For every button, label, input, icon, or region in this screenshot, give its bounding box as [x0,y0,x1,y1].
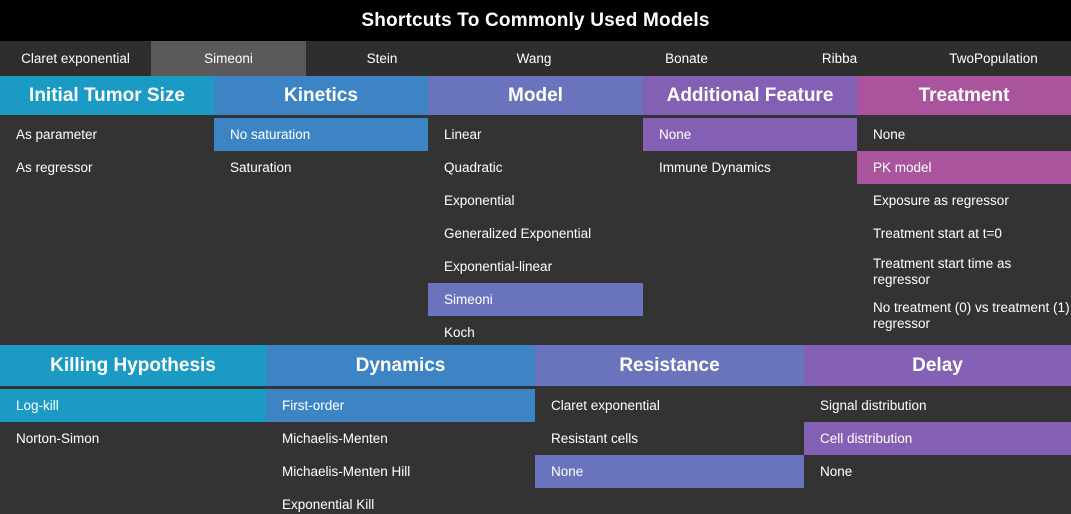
option-no-saturation[interactable]: No saturation [214,118,428,151]
option-pk-model[interactable]: PK model [857,151,1071,184]
page-title: Shortcuts To Commonly Used Models [361,9,710,31]
option-log-kill[interactable]: Log-kill [0,389,266,422]
option-koch[interactable]: Koch [444,324,475,340]
tab-bonate[interactable]: Bonate [610,41,763,76]
option-claret-exponential[interactable]: Claret exponential [551,397,660,413]
tab-simeoni[interactable]: Simeoni [151,41,306,76]
column-header-delay: Delay [804,345,1071,386]
option-generalized-exponential[interactable]: Generalized Exponential [444,225,592,241]
tab-wang[interactable]: Wang [458,41,610,76]
option-no-treatment-0-vs-treatment-1-regressor[interactable]: No treatment (0) vs treatment (1) regres… [873,300,1070,331]
column-header-resistance: Resistance [535,345,804,386]
option-none[interactable]: None [535,455,804,488]
column-header-model: Model [428,76,643,115]
column-header-initial-tumor-size: Initial Tumor Size [0,76,214,115]
column-header-killing-hypothesis: Killing Hypothesis [0,345,266,386]
column-header-dynamics: Dynamics [266,345,535,386]
option-norton-simon[interactable]: Norton-Simon [16,430,100,446]
option-treatment-start-time-as-regressor[interactable]: Treatment start time as regressor [873,256,1012,287]
option-linear[interactable]: Linear [444,126,482,142]
option-as-parameter[interactable]: As parameter [16,126,98,142]
tab-twopopulation[interactable]: TwoPopulation [916,41,1071,76]
column-header-treatment: Treatment [857,76,1071,115]
option-exponential-linear[interactable]: Exponential-linear [444,258,553,274]
tab-claret-exponential[interactable]: Claret exponential [0,41,151,76]
tab-ribba[interactable]: Ribba [763,41,916,76]
option-none[interactable]: None [820,463,853,479]
option-treatment-start-at-t-0[interactable]: Treatment start at t=0 [873,225,1002,241]
option-exposure-as-regressor[interactable]: Exposure as regressor [873,192,1009,208]
column-initial-tumor-size: As parameter As regressor [0,115,214,345]
option-cell-distribution[interactable]: Cell distribution [804,422,1071,455]
option-none[interactable]: None [873,126,906,142]
option-none[interactable]: None [643,118,857,151]
title-bar: Shortcuts To Commonly Used Models [0,0,1071,41]
tab-stein[interactable]: Stein [306,41,458,76]
option-signal-distribution[interactable]: Signal distribution [820,397,927,413]
option-michaelis-menten[interactable]: Michaelis-Menten [282,430,388,446]
option-saturation[interactable]: Saturation [230,159,292,175]
option-michaelis-menten-hill[interactable]: Michaelis-Menten Hill [282,463,411,479]
option-simeoni[interactable]: Simeoni [428,283,643,316]
option-immune-dynamics[interactable]: Immune Dynamics [659,159,771,175]
option-resistant-cells[interactable]: Resistant cells [551,430,639,446]
column-header-kinetics: Kinetics [214,76,428,115]
option-quadratic[interactable]: Quadratic [444,159,503,175]
option-first-order[interactable]: First-order [266,389,535,422]
option-exponential-kill[interactable]: Exponential Kill [282,496,375,512]
column-header-additional-feature: Additional Feature [643,76,857,115]
option-as-regressor[interactable]: As regressor [16,159,93,175]
option-exponential[interactable]: Exponential [444,192,515,208]
